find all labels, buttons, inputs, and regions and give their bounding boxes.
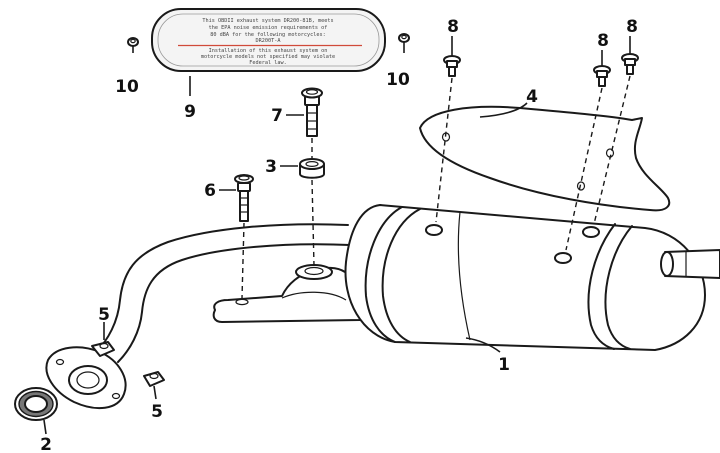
exhaust-flange bbox=[45, 346, 127, 410]
bracket-hole bbox=[235, 298, 249, 306]
muffler-boss-1 bbox=[425, 224, 443, 236]
callout-10-right: 10 bbox=[386, 70, 410, 90]
label-line-7: Federal law. bbox=[249, 60, 286, 66]
label-screw-left bbox=[127, 37, 139, 53]
mounting-bracket bbox=[212, 264, 361, 323]
flange-nut-left bbox=[91, 341, 115, 357]
label-line-3: 80 dBA for the following motorcycles: bbox=[210, 32, 326, 38]
label-line-1: This OBDII exhaust system DR200-81B, mee… bbox=[202, 18, 333, 24]
label-line-6: motorcycle models not specified may viol… bbox=[201, 54, 335, 60]
callout-10-left: 10 bbox=[115, 77, 139, 97]
callout-3: 3 bbox=[265, 157, 277, 177]
exhaust-gasket bbox=[14, 387, 58, 421]
label-line-2: the EPA noise emission requirements of bbox=[209, 25, 328, 31]
callout-4: 4 bbox=[526, 87, 538, 107]
callout-2: 2 bbox=[40, 435, 52, 453]
collar-bushing bbox=[299, 158, 325, 179]
shield-screw-1 bbox=[443, 55, 461, 77]
callout-6: 6 bbox=[204, 181, 216, 201]
label-line-4: DR200T-A bbox=[256, 38, 282, 44]
callout-8-left: 8 bbox=[447, 17, 459, 37]
long-bolt bbox=[301, 87, 323, 137]
callout-7: 7 bbox=[271, 106, 283, 126]
label-line-5: Installation of this exhaust system on bbox=[209, 48, 328, 54]
muffler-body bbox=[344, 204, 720, 351]
callout-8-mid: 8 bbox=[597, 31, 609, 51]
heat-shield bbox=[419, 105, 671, 212]
muffler-boss-2 bbox=[554, 252, 572, 264]
shield-screw-3 bbox=[621, 53, 639, 75]
noise-label-plate: This OBDII exhaust system DR200-81B, mee… bbox=[151, 8, 386, 72]
callout-5-left: 5 bbox=[98, 305, 110, 325]
alignment-lines bbox=[241, 75, 631, 299]
callout-8-right: 8 bbox=[626, 17, 638, 37]
callout-1: 1 bbox=[498, 355, 510, 375]
leader-lines bbox=[43, 36, 631, 435]
callout-9: 9 bbox=[184, 102, 196, 122]
flange-nut-right bbox=[143, 371, 165, 387]
shield-screw-2 bbox=[593, 65, 611, 87]
callout-numbers: 8 8 8 10 10 9 7 4 3 6 5 1 5 2 bbox=[40, 17, 638, 453]
callout-5-right: 5 bbox=[151, 402, 163, 422]
bracket-bolt bbox=[234, 174, 254, 222]
label-screw-right bbox=[398, 33, 410, 53]
muffler-boss-3 bbox=[582, 226, 600, 238]
shield-hole-2 bbox=[576, 181, 586, 191]
header-pipe bbox=[95, 223, 351, 363]
